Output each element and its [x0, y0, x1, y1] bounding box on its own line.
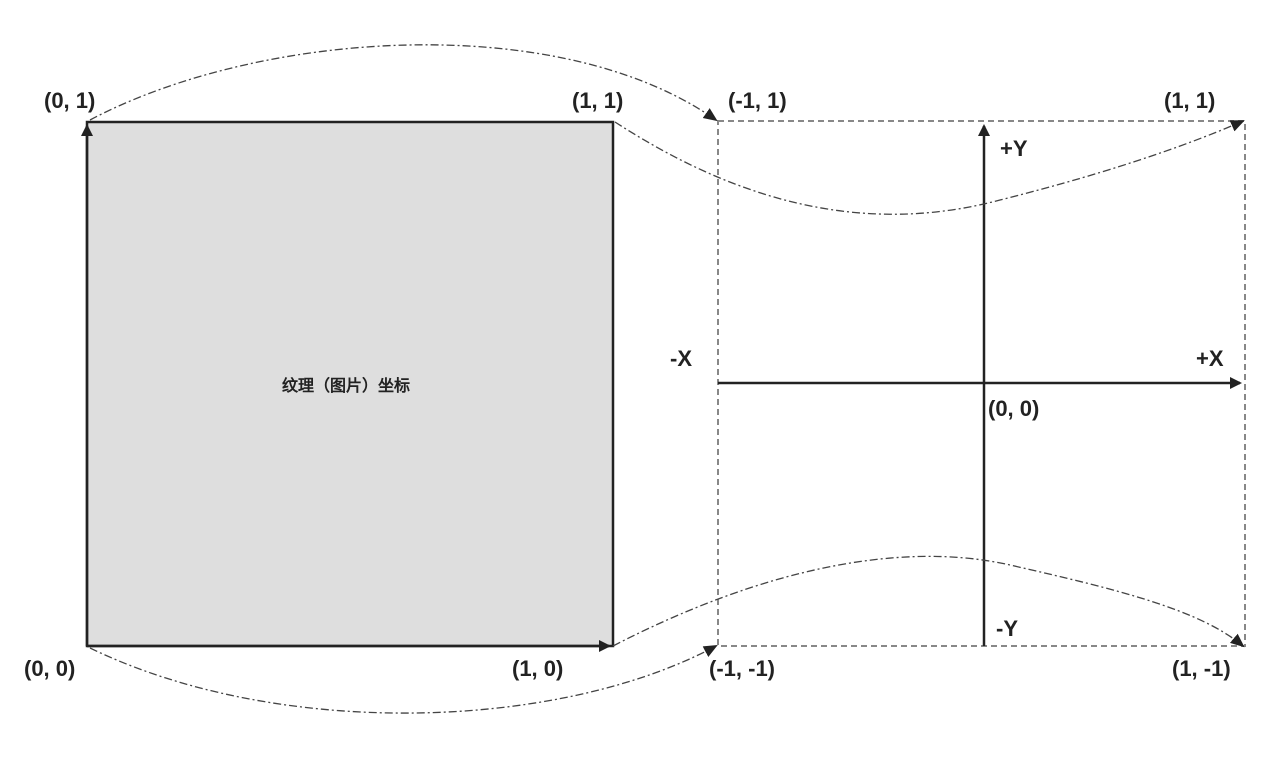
connector-top-right — [614, 120, 1245, 215]
ndc-axis-pos-x-label: +X — [1196, 346, 1224, 371]
texture-corner-bottom-left: (0, 0) — [24, 656, 75, 681]
ndc-origin-label: (0, 0) — [988, 396, 1039, 421]
texture-corner-top-right: (1, 1) — [572, 88, 623, 113]
ndc-panel: (-1, 1) (1, 1) (-1, -1) (1, -1) (0, 0) +… — [670, 88, 1246, 681]
connector-bottom-right — [612, 555, 1245, 648]
ndc-corner-top-right: (1, 1) — [1164, 88, 1215, 113]
texture-center-label: 纹理（图片）坐标 — [282, 376, 410, 395]
ndc-axis-neg-y-label: -Y — [996, 616, 1018, 641]
texture-corner-top-left: (0, 1) — [44, 88, 95, 113]
ndc-corner-top-left: (-1, 1) — [728, 88, 787, 113]
ndc-axis-neg-x-label: -X — [670, 346, 692, 371]
ndc-corner-bottom-left: (-1, -1) — [709, 656, 775, 681]
ndc-corner-bottom-right: (1, -1) — [1172, 656, 1231, 681]
connector-bottom-left — [89, 645, 718, 714]
texture-corner-bottom-right: (1, 0) — [512, 656, 563, 681]
texture-panel: 纹理（图片）坐标 (0, 1) (1, 1) (0, 0) (1, 0) — [24, 88, 623, 681]
connector-top-left — [89, 44, 718, 122]
mapping-connectors — [89, 44, 1245, 714]
ndc-axis-pos-y-label: +Y — [1000, 136, 1028, 161]
texture-square — [85, 120, 615, 648]
